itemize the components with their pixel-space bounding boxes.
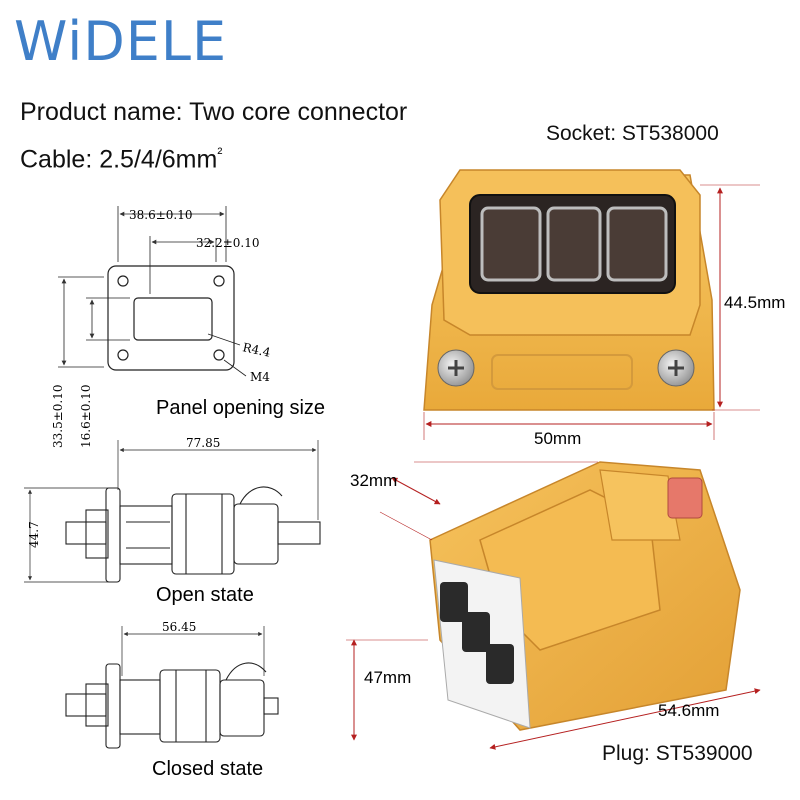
plug-height-dim: 47mm [364,668,411,687]
cable-spec-text: Cable: 2.5/4/6mm [20,145,218,174]
open-state-drawing [24,440,321,583]
panel-hole-br [213,349,225,361]
panel-hole-tl [117,275,129,287]
panel-hole-bl [117,349,129,361]
socket-pin-left [480,206,542,282]
cable-spec: Cable: 2.5/4/6mm² [20,145,222,174]
socket-illustration [423,169,715,411]
closed-state-drawing [65,626,279,749]
plug-terminal-1 [440,582,468,622]
plug-terminal-3 [486,644,514,684]
plug-terminal-2 [462,612,490,652]
socket-height-dim: 44.5mm [724,293,785,312]
product-name: Product name: Two core connector [20,98,408,126]
panel-height-inner: 16.6±0.10 [79,385,93,449]
open-length: 77.85 [186,436,220,450]
brand-logo: WiDELE [14,10,228,73]
plug-depth-dim: 32mm [350,471,397,490]
panel-height-outer: 33.5±0.10 [51,385,65,449]
panel-width-outer: 38.6±0.10 [129,208,193,222]
plug-release-button [667,477,703,519]
plug-illustration [429,461,741,731]
plug-top-lever [599,469,681,541]
socket-width-dim: 50mm [534,429,581,448]
socket-dimension-lines [423,184,760,440]
socket-pin-middle [546,206,602,282]
socket-label: Socket: ST538000 [546,122,719,145]
panel-opening-drawing [58,206,247,377]
open-height: 44.7 [27,521,41,548]
panel-radius: R4.4 [241,340,272,360]
panel-screw: M4 [250,370,270,384]
plug-dimension-lines [346,461,761,750]
panel-cutout [133,297,213,341]
panel-width-inner: 32.2±0.10 [196,236,260,250]
panel-caption: Panel opening size [156,397,325,419]
plug-width-dim: 54.6mm [658,701,719,720]
socket-pin-right [606,206,668,282]
panel-hole-tr [213,275,225,287]
cable-spec-superscript: ² [217,145,223,162]
panel-flange [107,265,235,371]
closed-length: 56.45 [162,620,196,634]
closed-caption: Closed state [152,758,263,780]
open-caption: Open state [156,584,254,606]
socket-logo-plate [491,354,633,390]
